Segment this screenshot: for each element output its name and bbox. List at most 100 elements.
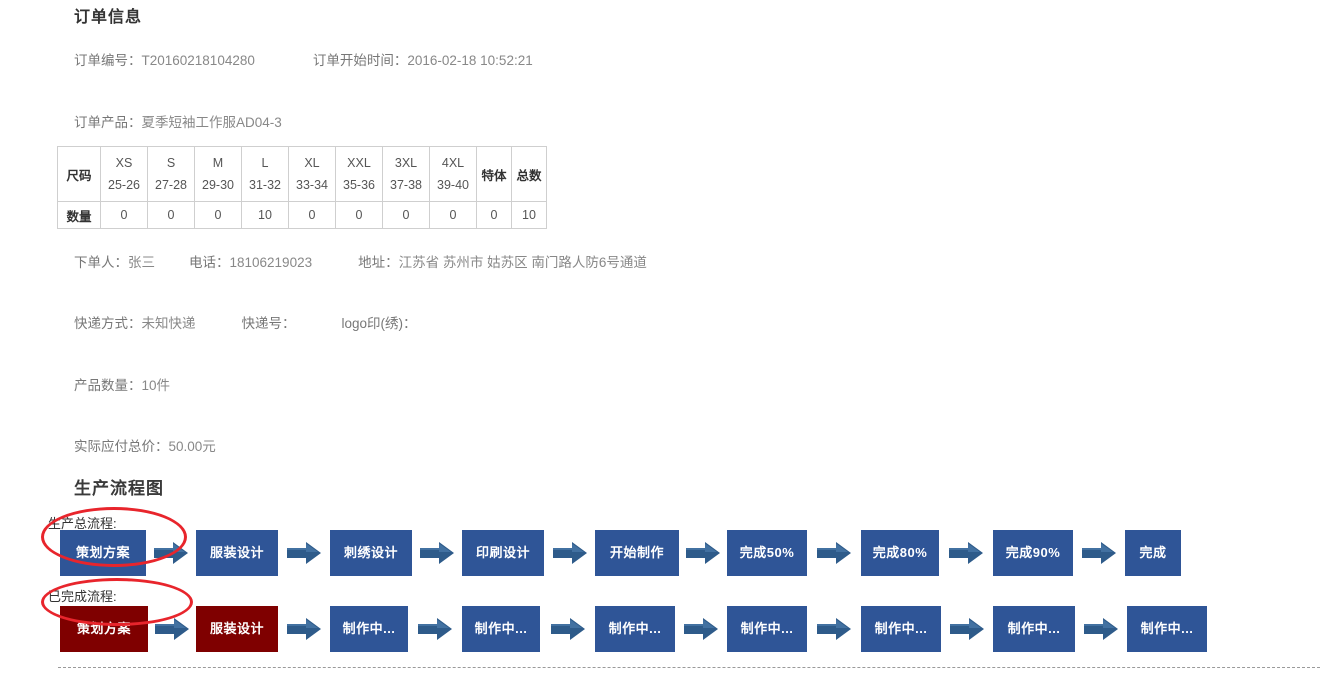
size-column-total: 总数 [511,146,547,202]
size-column-m: M 29-30 [194,146,242,202]
flow-step-label: 完成90% [1005,545,1061,560]
flow-arrow-icon [1084,618,1118,640]
flow-step-label: 制作中... [1140,621,1194,636]
flow-step-label: 开始制作 [609,545,664,560]
flow-step-label: 策划方案 [75,545,130,560]
flow-step-label: 完成50% [739,545,795,560]
quantity-4xl: 0 [429,201,477,229]
flow-arrow-icon [817,618,851,640]
size-column-s: S 27-28 [147,146,195,202]
flow-arrow-icon [684,618,718,640]
flow-step-label: 完成80% [872,545,928,560]
size-column-special: 特体 [476,146,512,202]
total-price-value: 50.00元 [168,439,216,454]
order-start-time-value: 2016-02-18 10:52:21 [407,53,533,68]
quantity-xl: 0 [288,201,336,229]
size-column-3xl: 3XL 37-38 [382,146,430,202]
size-column-xxl: XXL 35-36 [335,146,383,202]
done-flow-step-5[interactable]: 制作中... [595,606,675,652]
quantity-xxl: 0 [335,201,383,229]
done-flow-step-4[interactable]: 制作中... [462,606,540,652]
express-method-value: 未知快递 [141,316,196,331]
total-flow-step-4[interactable]: 印刷设计 [462,530,544,576]
done-flow-step-6[interactable]: 制作中... [727,606,807,652]
flow-step-label: 策划方案 [76,621,131,636]
flow-step-label: 制作中... [342,621,396,636]
order-start-time-label: 订单开始时间： [312,53,408,68]
flow-step-label: 服装设计 [209,621,264,636]
flow-step-label: 完成 [1139,545,1167,560]
size-column-xs: XS 25-26 [100,146,148,202]
done-flow-step-3[interactable]: 制作中... [330,606,408,652]
quantity-special: 0 [476,201,512,229]
done-flow-step-9[interactable]: 制作中... [1127,606,1207,652]
total-price-label: 实际应付总价： [74,439,169,454]
order-number-line: 订单编号：T20160218104280 订单开始时间：2016-02-18 10… [74,49,533,69]
flow-arrow-icon [552,542,587,564]
flow-step-label: 服装设计 [209,545,264,560]
flow-step-label: 制作中... [740,621,794,636]
table-row-quantities: 数量 0 0 0 10 0 0 0 0 0 10 [57,201,547,229]
done-flow-step-1[interactable]: 策划方案 [60,606,148,652]
flow-chart-title: 生产流程图 [74,479,164,498]
size-row-label: 尺码 [57,146,101,202]
quantity-total: 10 [511,201,547,229]
flow-arrow-icon [550,618,585,640]
total-flow-step-8[interactable]: 完成90% [993,530,1073,576]
order-product-label: 订单产品： [74,115,142,130]
quantity-s: 0 [147,201,195,229]
quantity-l: 10 [241,201,289,229]
product-quantity-line: 产品数量：10件 [74,374,170,394]
tracking-number-label: 快递号： [241,316,296,331]
done-flow-step-8[interactable]: 制作中... [993,606,1075,652]
flow-step-label: 制作中... [1007,621,1061,636]
phone-label: 电话： [189,255,230,270]
express-method-label: 快递方式： [74,316,142,331]
done-flow-step-2[interactable]: 服装设计 [196,606,278,652]
logo-print-label: logo印(绣)： [341,316,417,331]
size-quantity-table: 尺码 XS 25-26 S 27-28 M 29-30 L 31-32 [57,146,547,229]
total-flow-step-7[interactable]: 完成80% [861,530,939,576]
flow-step-label: 制作中... [474,621,528,636]
total-price-line: 实际应付总价：50.00元 [74,435,216,455]
flow-arrow-icon [950,618,984,640]
total-flow-step-6[interactable]: 完成50% [727,530,807,576]
flow-arrow-icon [686,542,720,564]
order-number-label: 订单编号： [74,53,142,68]
total-flow-step-9[interactable]: 完成 [1125,530,1181,576]
bottom-divider [58,667,1320,668]
quantity-3xl: 0 [382,201,430,229]
address-label: 地址： [358,255,399,270]
total-flow-step-1[interactable]: 策划方案 [60,530,146,576]
size-column-l: L 31-32 [241,146,289,202]
flow-arrow-icon [418,618,452,640]
total-flow-step-3[interactable]: 刺绣设计 [330,530,412,576]
product-quantity-value: 10件 [141,378,171,393]
express-line: 快递方式：未知快递 快递号： logo印(绣)： [74,312,417,332]
total-flow-label: 生产总流程: [48,516,117,531]
quantity-m: 0 [194,201,242,229]
customer-line: 下单人：张三 电话：18106219023 地址：江苏省 苏州市 姑苏区 南门路人防… [74,251,647,271]
order-number-value: T20160218104280 [141,53,255,68]
address-value: 江苏省 苏州市 姑苏区 南门路人防6号通道 [398,255,647,270]
flow-arrow-icon [154,542,188,564]
total-flow-step-2[interactable]: 服装设计 [196,530,278,576]
table-row-sizes: 尺码 XS 25-26 S 27-28 M 29-30 L 31-32 [57,146,547,202]
quantity-xs: 0 [100,201,148,229]
product-quantity-label: 产品数量： [74,378,142,393]
total-flow-step-5[interactable]: 开始制作 [595,530,679,576]
page-title: 订单信息 [74,9,143,26]
flow-arrow-icon [155,618,189,640]
done-flow-step-7[interactable]: 制作中... [861,606,941,652]
phone-value: 18106219023 [229,255,313,270]
quantity-row-label: 数量 [57,201,101,229]
flow-step-label: 印刷设计 [475,545,530,560]
flow-arrow-icon [1082,542,1116,564]
flow-arrow-icon [949,542,983,564]
flow-arrow-icon [287,618,321,640]
customer-value: 张三 [128,255,155,270]
customer-label: 下单人： [74,255,128,270]
flow-arrow-icon [817,542,851,564]
size-column-xl: XL 33-34 [288,146,336,202]
flow-arrow-icon [287,542,321,564]
